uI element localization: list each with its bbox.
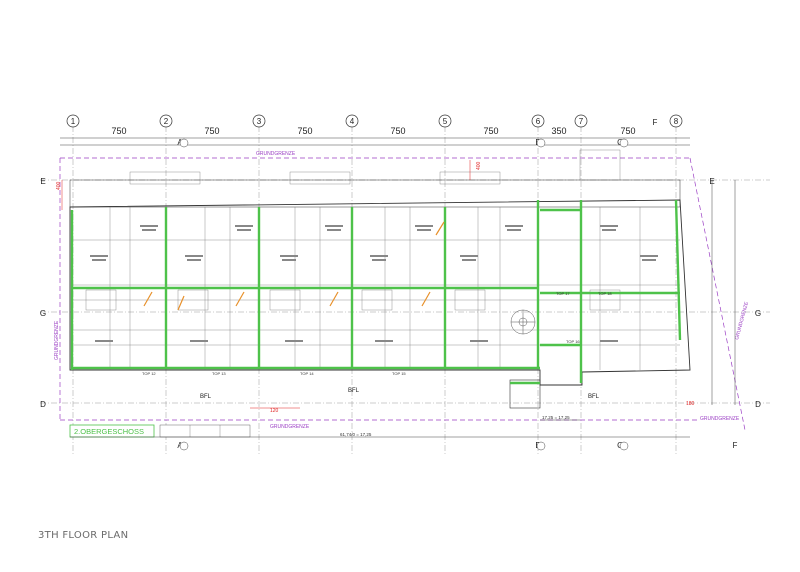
axis-number-8: 8 (674, 117, 679, 126)
floor-label-box (69, 424, 251, 438)
unit-label-top13: TOP 13 (212, 371, 226, 376)
axis-letter-g-right: G (755, 309, 761, 318)
boundary-label-bottom: GRUNDGRENZE (270, 424, 310, 430)
axis-number-1: 1 (71, 117, 76, 126)
axis-dim-6-7: 350 (551, 126, 566, 136)
unit-label-top16: TOP 16 (566, 339, 580, 344)
axis-dim-7-8: 750 (620, 126, 635, 136)
unit-label-top17: TOP 17 (556, 291, 570, 296)
property-boundary (59, 157, 746, 431)
axis-number-4: 4 (350, 117, 355, 126)
figure-caption: 3TH FLOOR PLAN (38, 530, 129, 541)
bottom-dimension-line (70, 419, 690, 438)
axis-dim-4-5: 750 (390, 126, 405, 136)
red-dim-right: 180 (686, 401, 695, 407)
axis-number-bubbles (66, 114, 683, 128)
bfl-label-3: BFL (588, 394, 600, 400)
red-dim-left: 400 (56, 181, 62, 190)
axis-number-7: 7 (579, 117, 584, 126)
axis-letter-d-right: D (755, 400, 761, 409)
boundary-label-right: GRUNDGRENZE (734, 300, 750, 340)
axis-number-3: 3 (257, 117, 262, 126)
unit-label-top14: TOP 14 (300, 371, 314, 376)
axis-dim-3-4: 750 (297, 126, 312, 136)
building-outline (69, 179, 691, 409)
axis-number-6: 6 (536, 117, 541, 126)
axis-letter-g-left: G (40, 309, 46, 318)
axis-number-2: 2 (164, 117, 169, 126)
red-dim-top: 400 (476, 161, 482, 170)
axis-letter-f-bottom: F (733, 441, 738, 450)
unit-label-top18: TOP 18 (598, 291, 612, 296)
axis-letter-f-top: F (653, 118, 658, 127)
spiral-stair (510, 309, 536, 335)
boundary-label-right-bottom: GRUNDGRENZE (700, 416, 740, 422)
bottom-dim-label: 61,74/0 = 17,25 (340, 432, 372, 437)
boundary-label-left: GRUNDGRENZE (54, 320, 60, 360)
axis-letter-d-left: D (40, 400, 46, 409)
room-annotations (90, 225, 658, 342)
unit-label-top12: TOP 12 (142, 371, 156, 376)
axis-letter-e-left: E (40, 177, 45, 186)
axis-number-5: 5 (443, 117, 448, 126)
bfl-label-1: BFL (200, 394, 212, 400)
bfl-label-2: BFL (348, 388, 360, 394)
axis-dim-1-2: 750 (111, 126, 126, 136)
right-dim-label: 17,25 = 17,25 (542, 415, 570, 420)
axis-dim-2-3: 750 (204, 126, 219, 136)
stair-markers (143, 221, 445, 311)
boundary-label-top: GRUNDGRENZE (256, 151, 296, 157)
red-dim-bottom: 120 (270, 408, 279, 414)
top-dimension-line (60, 137, 690, 146)
floor-label: 2.OBERGESCHOSS (74, 427, 144, 436)
right-dimension-line (711, 180, 736, 405)
axis-dim-5-6: 750 (483, 126, 498, 136)
green-walls (70, 199, 682, 385)
unit-label-top15: TOP 15 (392, 371, 406, 376)
